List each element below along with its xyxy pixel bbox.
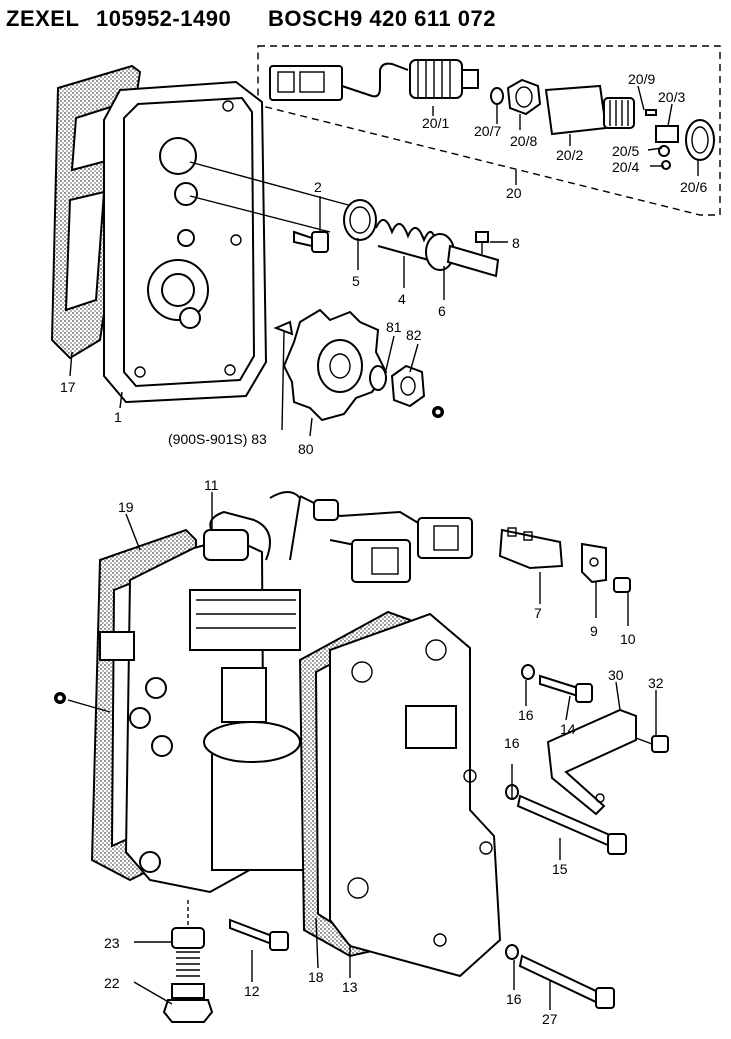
actuator-housing: [99, 536, 313, 894]
bolt-12: [229, 918, 289, 951]
callout-4: 4: [398, 291, 406, 307]
callout-10: 10: [620, 631, 636, 647]
clip-20-3: [655, 125, 679, 143]
oem-part-number: 9 420 611 072: [350, 6, 496, 31]
callout-30: 30: [608, 667, 624, 683]
maker-label: ZEXEL: [6, 6, 80, 31]
callout-20-9: 20/9: [628, 71, 655, 87]
callout-22: 22: [104, 975, 120, 991]
sensor-body: [544, 84, 635, 136]
callout-23: 23: [104, 935, 120, 951]
callout-11: 11: [204, 477, 219, 493]
callout-20-4: 20/4: [612, 159, 639, 175]
callout-27: 27: [542, 1011, 558, 1027]
callout-20-3: 20/3: [658, 89, 685, 105]
bolt-2: [293, 230, 329, 253]
callout-7: 7: [534, 605, 542, 621]
callout-14: 14: [560, 721, 576, 737]
callout-83: (900S-901S) 83: [168, 431, 267, 447]
callout-13: 13: [342, 979, 358, 995]
woodruff-key-83: [273, 320, 294, 336]
callout-5: 5: [352, 273, 360, 289]
callout-80: 80: [298, 441, 314, 457]
governor-housing: [103, 80, 268, 404]
pin-20-9: [645, 109, 657, 116]
bolt-15: [505, 784, 627, 855]
harness-connector-a: [417, 517, 473, 559]
callout-16-a: 16: [518, 707, 534, 723]
leader-lines: [69, 85, 699, 1010]
bracket-9: [581, 542, 607, 584]
sensor-connector-plug: [269, 62, 409, 101]
sensor-spring-housing: [409, 59, 479, 99]
washer-20-7: [490, 87, 504, 105]
oem-label: BOSCH: [268, 6, 350, 31]
bolt-10: [613, 577, 631, 593]
callout-19: 19: [118, 499, 134, 515]
callout-82: 82: [406, 327, 422, 343]
actuator-cover-13: [329, 612, 502, 978]
callout-8: 8: [512, 235, 520, 251]
callout-12: 12: [244, 983, 260, 999]
callout-20-8: 20/8: [510, 133, 537, 149]
callout-18: 18: [308, 969, 324, 985]
callout-6: 6: [438, 303, 446, 319]
spring-plate-6: [425, 233, 500, 278]
callout-2: 2: [314, 179, 322, 195]
title-block: ZEXEL 105952-1490 BOSCH 9 420 611 072: [0, 0, 731, 40]
callout-20-5: 20/5: [612, 143, 639, 159]
banjo-fitting-22: [162, 927, 214, 1023]
part-callouts: 20/9 20/3 20/1 20/7 20/8 20/2 20/5 20/4 …: [60, 71, 707, 1027]
callout-20-2: 20/2: [556, 147, 583, 163]
callout-81: 81: [386, 319, 402, 335]
bolt-27: [505, 944, 615, 1009]
spring-seat-5: [343, 199, 377, 241]
assembly-20-dashed-outline: [257, 45, 721, 216]
washer-81: [369, 365, 387, 391]
screw-8: [475, 231, 489, 254]
callout-20-1: 20/1: [422, 115, 449, 131]
flyweight-carrier-80: [282, 308, 388, 422]
hex-nut-20-8: [506, 78, 542, 116]
bracket-30: [546, 708, 637, 816]
screw-20-5: [658, 145, 670, 157]
cable-11: [203, 491, 302, 561]
seal-ring-20-6: [685, 119, 715, 161]
maker-part-number: 105952-1490: [96, 6, 232, 31]
hex-nut-82: [390, 364, 426, 408]
callout-16-c: 16: [506, 991, 522, 1007]
callout-1: 1: [114, 409, 122, 425]
callout-20-7: 20/7: [474, 123, 501, 139]
bolt-14: [521, 664, 593, 703]
callout-20-6: 20/6: [680, 179, 707, 195]
harness-connector-b: [351, 539, 411, 583]
callout-20: 20: [506, 185, 522, 201]
callout-9: 9: [590, 623, 598, 639]
callout-32: 32: [648, 675, 664, 691]
bolt-32: [635, 735, 669, 753]
callout-17: 17: [60, 379, 76, 395]
callout-15: 15: [552, 861, 568, 877]
callout-16-b: 16: [504, 735, 520, 751]
washer-20-4: [661, 160, 671, 170]
connector-7: [498, 527, 564, 570]
